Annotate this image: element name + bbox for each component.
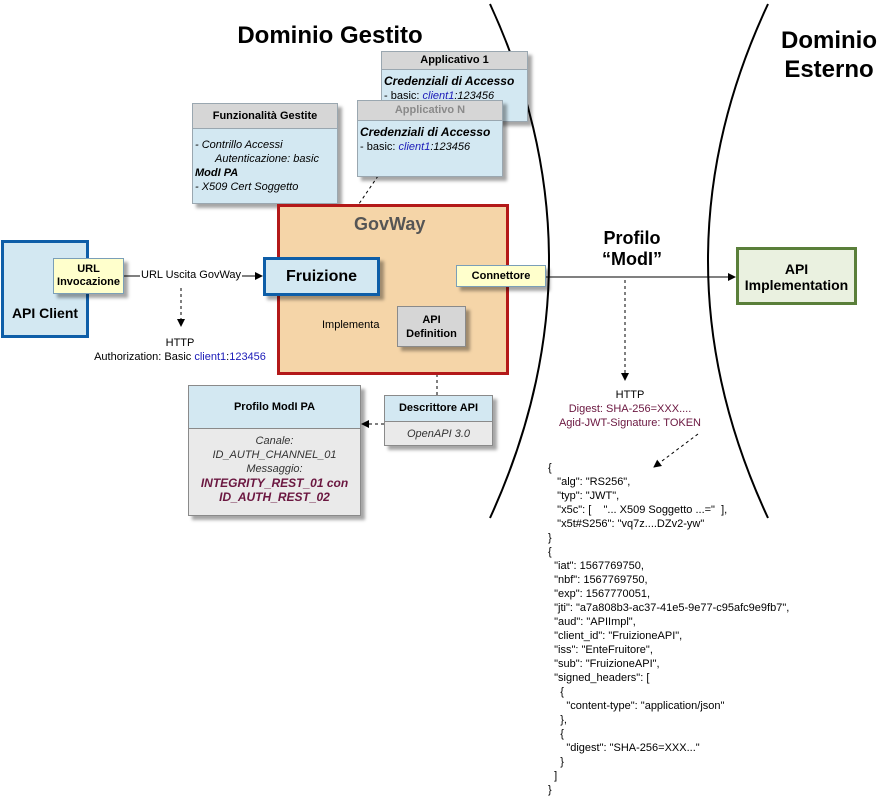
profile-label-line1: Profilo <box>603 228 661 248</box>
title-dominio-esterno-line2: Esterno <box>784 56 874 83</box>
jwt-line: "exp": 1567770051, <box>548 588 651 600</box>
connettore-box[interactable]: Connettore <box>456 265 546 287</box>
jwt-line: "iss": "EnteFruitore", <box>548 644 653 656</box>
applicativo-1-cred: Credenziali di Accesso <box>384 74 515 88</box>
jwt-line: } <box>548 784 552 796</box>
http-right-line2: Digest: SHA-256=XXX.... <box>568 403 692 415</box>
applicativo-1-basic: - basic: client1:123456 <box>382 89 527 103</box>
http-left-line1: HTTP <box>165 337 195 349</box>
jwt-line: { <box>548 728 564 740</box>
http-right-line1: HTTP <box>615 389 645 401</box>
profilo-modi-line4: INTEGRITY_REST_01 con <box>200 476 349 490</box>
applicativo-n-basic: - basic: client1:123456 <box>358 140 502 154</box>
applicativo-n-basic-prefix: - basic: <box>360 141 399 153</box>
api-definition-line1: API <box>422 314 441 326</box>
applicativo-1-client: client1 <box>422 90 455 102</box>
profilo-modi-header: Profilo ModI PA <box>189 386 360 429</box>
api-definition-line2: Definition <box>406 328 457 340</box>
applicativo-n-box: Applicativo N Credenziali di Accesso - b… <box>357 100 503 177</box>
api-impl-line1: API <box>784 261 809 277</box>
jwt-line: "client_id": "FruizioneAPI", <box>548 630 683 642</box>
http-right-line3: Agid-JWT-Signature: TOKEN <box>558 417 702 429</box>
applicativo-n-header: Applicativo N <box>358 101 502 121</box>
jwt-line: { <box>548 686 564 698</box>
fruizione-box[interactable]: Fruizione <box>263 257 380 296</box>
api-client-label: API Client <box>11 305 79 321</box>
descrittore-box: Descrittore API OpenAPI 3.0 <box>384 395 493 446</box>
funzionalita-box: Funzionalità Gestite - Contrillo Accessi… <box>192 103 338 204</box>
title-dominio-gestito: Dominio Gestito <box>237 22 423 49</box>
jwt-line: "content-type": "application/json" <box>548 700 725 712</box>
url-invocazione-box[interactable]: URL Invocazione <box>53 258 124 294</box>
title-dominio-esterno-line1: Dominio <box>781 27 877 54</box>
jwt-line: { <box>548 462 552 474</box>
api-impl-line2: Implementation <box>744 277 849 293</box>
jwt-line: "x5c": [ "... X509 Soggetto ...=" ], <box>548 504 728 516</box>
jwt-line: "x5t#S256": "vq7z....DZv2-yw" <box>548 518 705 530</box>
applicativo-n-cred: Credenziali di Accesso <box>360 125 491 139</box>
jwt-line: "jti": "a7a808b3-ac37-41e5-9e77-c95afc9e… <box>548 602 790 614</box>
jwt-line: "typ": "JWT", <box>548 490 620 502</box>
profile-label-line2: “ModI” <box>602 249 662 269</box>
api-definition-box[interactable]: API Definition <box>397 306 466 347</box>
api-implementation-box[interactable]: API Implementation <box>736 247 857 305</box>
funzionalita-line4: - X509 Cert Soggetto <box>195 181 299 193</box>
http-left-client: client1 <box>194 351 227 363</box>
descrittore-header: Descrittore API <box>385 396 492 422</box>
applicativo-n-pass: :123456 <box>430 141 471 153</box>
applicativo-1-basic-prefix: - basic: <box>384 90 423 102</box>
jwt-line: } <box>548 532 552 544</box>
jwt-line: "alg": "RS256", <box>548 476 631 488</box>
jwt-content: { "alg": "RS256", "typ": "JWT", "x5c": [… <box>548 461 888 797</box>
descrittore-line1: OpenAPI 3.0 <box>407 428 470 440</box>
domain-arc-right <box>707 3 769 519</box>
jwt-line: }, <box>548 714 567 726</box>
funzionalita-line3: ModI PA <box>195 167 239 179</box>
profilo-modi-line3: Messaggio: <box>246 463 303 475</box>
applicativo-1-pass: :123456 <box>454 90 495 102</box>
http-left-password: 123456 <box>229 351 266 363</box>
jwt-line: "aud": "APIImpl", <box>548 616 636 628</box>
implementa-label: Implementa <box>322 319 380 331</box>
applicativo-1-box: Applicativo 1 Credenziali di Accesso - b… <box>381 51 528 122</box>
http-left-sep: : <box>226 351 230 363</box>
funzionalita-line2: Autenticazione: basic <box>215 153 319 165</box>
jwt-line: } <box>548 756 564 768</box>
http-left-line2: Authorization: Basic client1:123456 <box>60 351 300 363</box>
jwt-line: "signed_headers": [ <box>548 672 650 684</box>
jwt-line: "digest": "SHA-256=XXX..." <box>548 742 700 754</box>
url-invocazione-line1: URL <box>77 263 100 275</box>
jwt-line: "nbf": 1567769750, <box>548 574 648 586</box>
profilo-modi-line5: ID_AUTH_REST_02 <box>219 490 330 504</box>
applicativo-n-client: client1 <box>398 141 431 153</box>
url-uscita-label: URL Uscita GovWay <box>140 269 243 281</box>
http-left-prefix: Authorization: Basic <box>94 351 195 363</box>
profilo-modi-box: Profilo ModI PA Canale: ID_AUTH_CHANNEL_… <box>188 385 361 516</box>
jwt-line: ] <box>548 770 558 782</box>
applicativo-1-header: Applicativo 1 <box>382 52 527 70</box>
url-invocazione-line2: Invocazione <box>57 276 120 288</box>
jwt-line: "sub": "FruizioneAPI", <box>548 658 660 670</box>
funzionalita-line1: - Contrillo Accessi <box>195 139 283 151</box>
govway-title: GovWay <box>354 214 426 234</box>
jwt-line: "iat": 1567769750, <box>548 560 644 572</box>
jwt-line: { <box>548 546 552 558</box>
funzionalita-header: Funzionalità Gestite <box>193 104 337 129</box>
profilo-modi-line2: ID_AUTH_CHANNEL_01 <box>212 449 337 461</box>
profilo-modi-line1: Canale: <box>255 435 294 447</box>
